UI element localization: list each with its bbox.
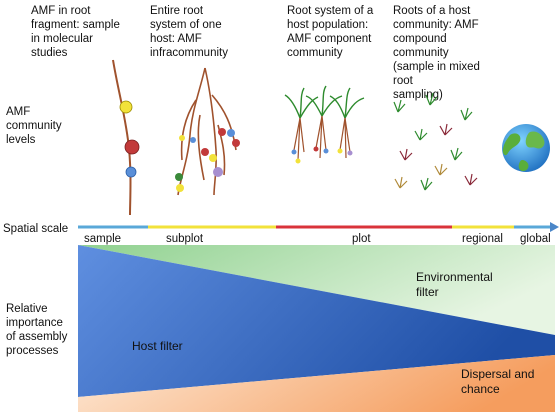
- scale-tick-sample: sample: [84, 233, 122, 245]
- host-population-illustration: [284, 85, 365, 164]
- amf-spore-red-icon: [124, 139, 140, 155]
- globe-icon: [502, 124, 550, 172]
- host-filter-label: Host filter: [132, 339, 183, 353]
- amf-spore-yellow-icon: [119, 100, 133, 114]
- environmental-filter-label: Environmental filter: [416, 270, 493, 299]
- assembly-process-chart: [78, 245, 555, 412]
- level-label-compound-community: Roots of a host community: AMF compound …: [393, 5, 480, 101]
- dispersal-chance-label: Dispersal and chance: [461, 367, 535, 396]
- scale-tick-subplot: subplot: [166, 233, 204, 245]
- scale-tick-plot: plot: [352, 233, 371, 245]
- level-label-component-community: Root system of a host population: AMF co…: [287, 5, 374, 59]
- assembly-processes-label: Relative importance of assembly processe…: [6, 303, 68, 357]
- community-levels-label: AMF community levels: [6, 106, 62, 146]
- spatial-scale-label: Spatial scale: [3, 223, 69, 235]
- scale-tick-regional: regional: [462, 233, 503, 245]
- host-community-illustration: [393, 92, 478, 191]
- scale-tick-global: global: [520, 233, 551, 245]
- amf-spore-blue-icon: [125, 166, 137, 178]
- spatial-scale-axis: [78, 222, 559, 232]
- level-label-root-fragment: AMF in root fragment: sample in molecula…: [31, 5, 120, 59]
- host-filter-region: [78, 245, 555, 397]
- level-label-infracommunity: Entire root system of one host: AMF infr…: [150, 5, 228, 59]
- dispersal-chance-region: [78, 355, 555, 412]
- root-system-illustration: [175, 67, 240, 196]
- root-fragment-illustration: [112, 59, 140, 216]
